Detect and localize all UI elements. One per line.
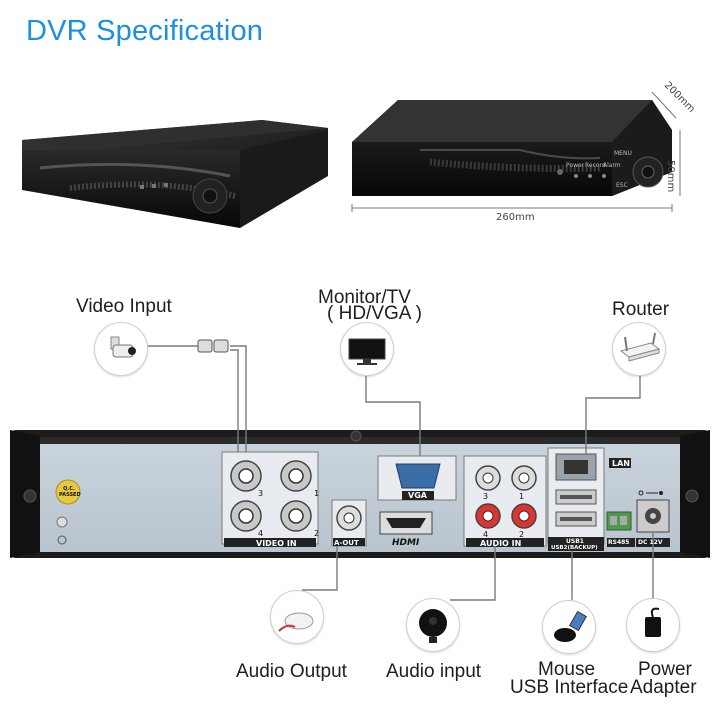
- audio-port-2: 2: [519, 530, 525, 539]
- qc-passed-sticker: Q.C. PASSED: [59, 486, 81, 498]
- audio-input-label: Audio input: [386, 661, 482, 682]
- mouse-label-line2: USB Interface: [510, 677, 629, 698]
- microphone-pickup-icon: [270, 590, 324, 644]
- a-out-label: A-OUT: [334, 539, 359, 547]
- dvr-rear-panel: [10, 430, 710, 558]
- video-port-3: 3: [258, 489, 264, 498]
- speaker-mic-icon: [406, 598, 460, 652]
- video-input-label: Video Input: [76, 296, 172, 317]
- monitor-label-line2: ( HD/VGA ): [327, 303, 423, 324]
- router-label: Router: [612, 299, 670, 320]
- video-port-4: 4: [258, 529, 264, 538]
- mouse-icon: [542, 600, 596, 654]
- camera-icon: [94, 322, 148, 376]
- audio-output-label: Audio Output: [236, 661, 347, 682]
- video-port-2: 2: [314, 529, 320, 538]
- router-icon: [612, 322, 666, 376]
- front-alarm-label: Alarm: [603, 162, 621, 169]
- front-power-label: Power: [566, 162, 585, 169]
- usb1-label: USB1: [566, 538, 584, 545]
- video-in-label: VIDEO IN: [256, 539, 297, 548]
- front-menu-label: MENU: [614, 150, 632, 157]
- hdmi-label: HDMI: [392, 538, 420, 548]
- lan-label: LAN: [612, 459, 630, 468]
- page-title: DVR Specification: [26, 15, 264, 47]
- power-label-line2: Adapter: [630, 677, 697, 698]
- dimension-height: 50mm: [665, 160, 676, 193]
- dvr-front-angle-image: [22, 120, 328, 228]
- front-record-label: Record: [585, 162, 606, 169]
- rs485-label: RS485: [608, 539, 630, 546]
- power-label-line1: Power: [638, 659, 692, 680]
- audio-port-4: 4: [483, 530, 489, 539]
- dimension-width: 260mm: [496, 212, 535, 223]
- audio-port-1: 1: [519, 492, 525, 501]
- power-adapter-icon: [626, 598, 680, 652]
- bnc-coupler-icon: [197, 339, 229, 353]
- video-port-1: 1: [314, 489, 320, 498]
- audio-port-3: 3: [483, 492, 489, 501]
- front-esc-label: ESC: [616, 182, 628, 189]
- usb2-label: USB2(BACKUP): [551, 545, 598, 551]
- mouse-label-line1: Mouse: [538, 659, 596, 680]
- connection-lines: [147, 345, 654, 601]
- audio-in-label: AUDIO IN: [480, 539, 522, 548]
- monitor-icon: [340, 322, 394, 376]
- dc-label: DC 12V: [638, 539, 663, 546]
- dvr-front-view-image: [351, 91, 681, 212]
- vga-label: VGA: [408, 491, 427, 500]
- monitor-label-line1: Monitor/TV: [318, 287, 411, 308]
